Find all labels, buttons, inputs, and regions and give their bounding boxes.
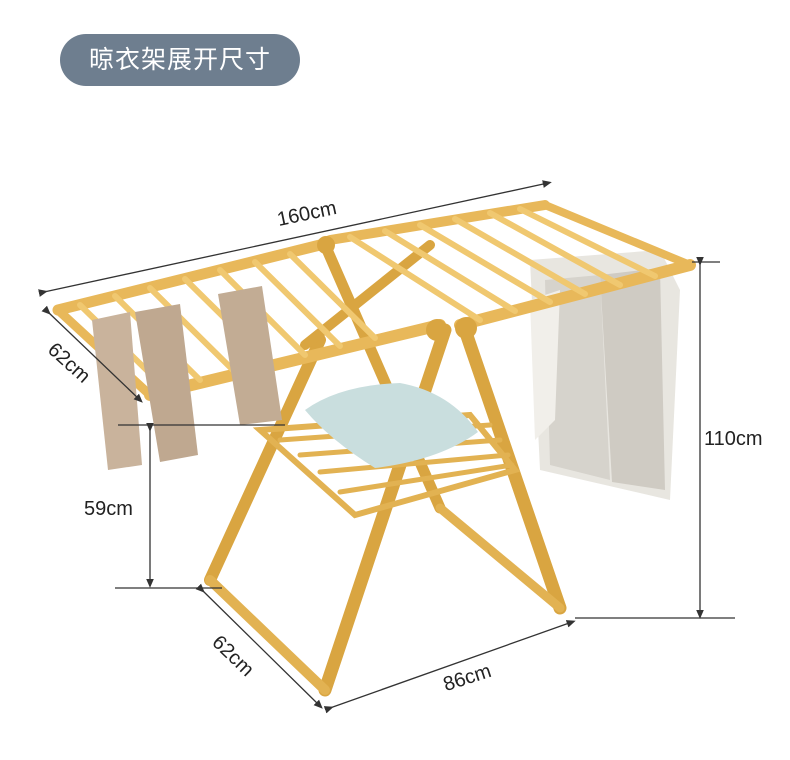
- dim-shelf-height: 59cm: [84, 498, 133, 520]
- hanging-clothes: [530, 250, 680, 500]
- title-badge: 晾衣架展开尺寸: [60, 34, 300, 86]
- dim-total-height: 110cm: [704, 428, 763, 450]
- dimension-lines: [38, 180, 735, 714]
- pillow: [305, 383, 478, 468]
- towels: [92, 286, 282, 470]
